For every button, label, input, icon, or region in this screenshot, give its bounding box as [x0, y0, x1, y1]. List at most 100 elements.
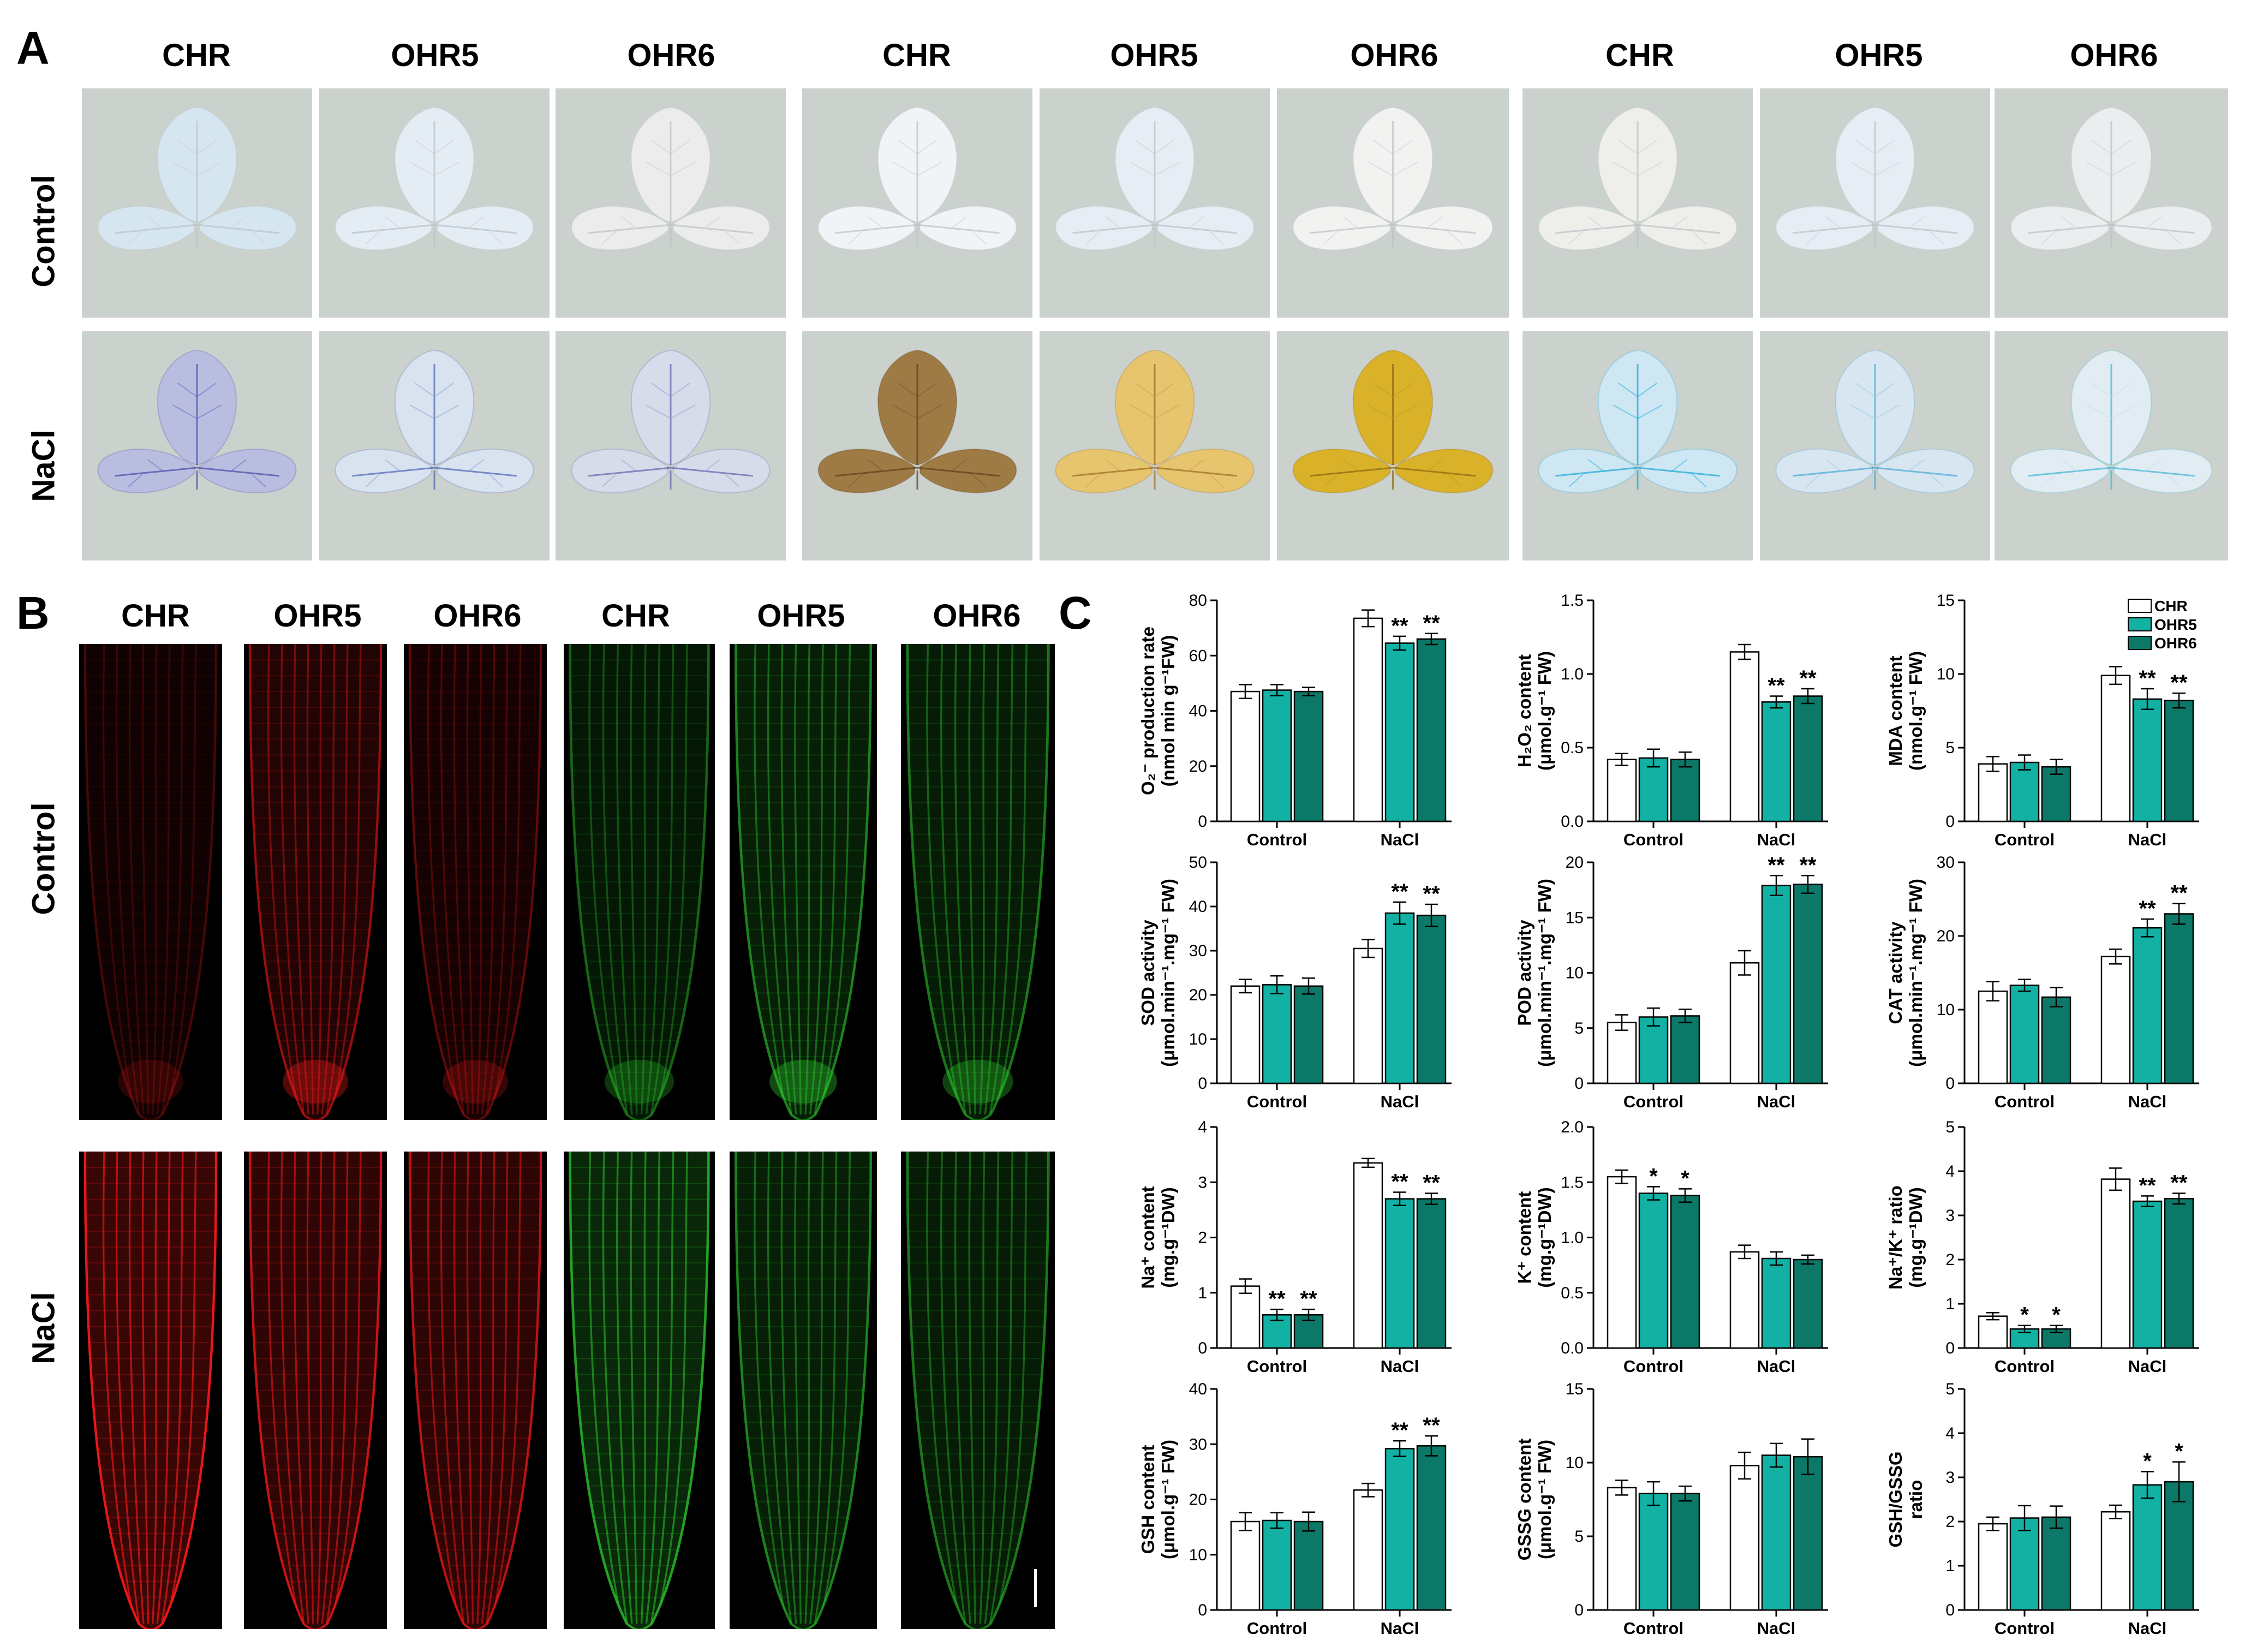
bar [1978, 991, 2008, 1084]
bar [1230, 985, 1261, 1084]
y-tick-label: 20 [1189, 758, 1207, 776]
y-axis-label: (μmol.g⁻¹ FW) [1158, 1440, 1178, 1559]
y-tick-label: 2 [1198, 1229, 1207, 1247]
bar [1670, 1195, 1700, 1349]
bar [2100, 956, 2131, 1084]
significance-label: ** [2139, 897, 2156, 921]
bar [1384, 1198, 1415, 1349]
significance-label: ** [1391, 880, 1408, 904]
y-axis-label: GSH/GSSG [1885, 1451, 1906, 1547]
bar [1670, 759, 1700, 822]
bar [1761, 885, 1792, 1084]
significance-label: * [1649, 1164, 1658, 1188]
panel-a-col-label: CHR [162, 38, 231, 73]
y-tick-label: 1 [1945, 1557, 1955, 1575]
bar [2100, 1511, 2131, 1611]
y-axis-label: MDA content [1885, 655, 1906, 766]
bar [2100, 675, 2131, 822]
x-tick-label: NaCl [1757, 1619, 1796, 1638]
bar [2132, 1484, 2163, 1611]
bar [1293, 985, 1324, 1084]
significance-label: ** [1391, 1418, 1408, 1442]
legend-label: CHR [2154, 598, 2188, 615]
legend-label: OHR6 [2154, 635, 2197, 652]
x-tick-label: Control [1247, 1619, 1307, 1638]
y-tick-label: 1.0 [1561, 1229, 1584, 1247]
bar [2009, 985, 2040, 1084]
y-axis-label: K⁺ content [1514, 1191, 1535, 1284]
x-tick-label: NaCl [1757, 830, 1796, 849]
y-tick-label: 50 [1189, 854, 1207, 872]
bar [2164, 1481, 2194, 1611]
y-axis-label: (mg.g⁻¹DW) [1535, 1187, 1555, 1287]
y-axis-label: (mg.g⁻¹DW) [1158, 1187, 1178, 1287]
leaf-image [1522, 331, 1753, 560]
leaf-image [1522, 88, 1753, 318]
root-image [244, 1152, 387, 1629]
bar [1638, 1493, 1669, 1611]
significance-label: * [2143, 1449, 2152, 1473]
y-tick-label: 10 [1937, 665, 1955, 683]
bar [2132, 1200, 2163, 1349]
x-tick-label: NaCl [1381, 830, 1419, 849]
x-tick-label: Control [1995, 1357, 2055, 1376]
y-tick-label: 5 [1574, 1528, 1584, 1546]
leaf-image [1995, 331, 2228, 560]
y-axis-label: (μmol.min⁻¹.mg⁻¹ FW) [1906, 879, 1926, 1067]
y-tick-label: 0.5 [1561, 739, 1584, 757]
leaf-image [1995, 88, 2228, 318]
root-image [564, 644, 715, 1120]
y-tick-label: 10 [1189, 1030, 1207, 1048]
y-axis-label: Na⁺/K⁺ ratio [1885, 1185, 1906, 1290]
y-tick-label: 0 [1574, 1601, 1584, 1619]
y-tick-label: 2 [1945, 1251, 1955, 1269]
leaf-image [319, 88, 550, 318]
x-tick-label: Control [1247, 1092, 1307, 1111]
y-tick-label: 4 [1198, 1118, 1207, 1136]
y-tick-label: 0 [1945, 1601, 1955, 1619]
y-tick-label: 4 [1945, 1424, 1955, 1442]
bar [1384, 642, 1415, 822]
y-tick-label: 1.5 [1561, 1173, 1584, 1191]
significance-label: * [2020, 1303, 2029, 1327]
significance-label: ** [1423, 882, 1440, 906]
legend-swatch [2128, 617, 2152, 631]
x-tick-label: Control [1623, 1357, 1683, 1376]
bar [1384, 912, 1415, 1084]
y-axis-label: (mg.g⁻¹DW) [1906, 1187, 1926, 1287]
y-axis-label: (μmol.min⁻¹.mg⁻¹ FW) [1158, 879, 1178, 1067]
bar [1607, 1487, 1637, 1611]
bar [1793, 1259, 1823, 1349]
bar [1978, 763, 2008, 822]
panel-letter-a: A [16, 22, 50, 74]
panel-a-col-label: OHR5 [1110, 38, 1198, 73]
y-tick-label: 20 [1937, 927, 1955, 945]
bar [1353, 947, 1383, 1084]
y-tick-label: 2 [1945, 1513, 1955, 1531]
panel-b-col-label: OHR6 [433, 598, 522, 634]
y-tick-label: 10 [1937, 1001, 1955, 1019]
panel-b-col-label: OHR6 [933, 598, 1021, 634]
y-tick-label: 60 [1189, 647, 1207, 665]
x-tick-label: NaCl [2128, 1092, 2167, 1111]
panel-a-col-label: OHR6 [2070, 38, 2158, 73]
y-tick-label: 3 [1945, 1207, 1955, 1225]
bar [1638, 1016, 1669, 1084]
bar [1729, 962, 1760, 1084]
y-tick-label: 3 [1945, 1469, 1955, 1487]
y-tick-label: 0 [1574, 1075, 1584, 1093]
bar [1729, 1465, 1760, 1611]
x-tick-label: NaCl [1381, 1619, 1419, 1638]
significance-label: ** [1423, 1414, 1440, 1438]
y-tick-label: 0 [1945, 1075, 1955, 1093]
bar [1638, 757, 1669, 822]
y-tick-label: 5 [1945, 739, 1955, 757]
y-tick-label: 1 [1945, 1295, 1955, 1313]
bar [1416, 1198, 1447, 1349]
y-tick-label: 1.0 [1561, 665, 1584, 683]
legend-label: OHR5 [2154, 616, 2197, 633]
significance-label: ** [1423, 1171, 1440, 1195]
x-tick-label: NaCl [2128, 1357, 2167, 1376]
y-tick-label: 1.5 [1561, 592, 1584, 610]
bar [1353, 617, 1383, 822]
